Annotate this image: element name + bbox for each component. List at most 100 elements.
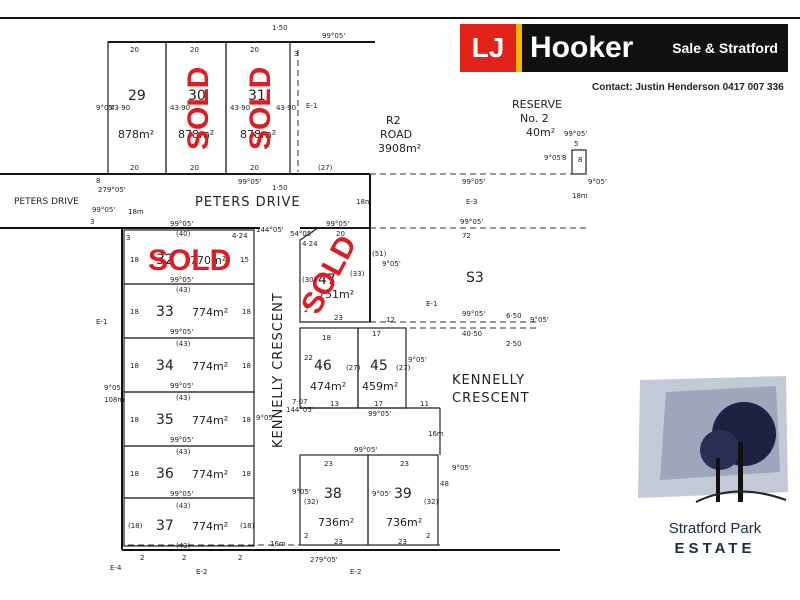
svg-text:20: 20 xyxy=(130,46,139,54)
svg-text:43·90: 43·90 xyxy=(230,104,250,112)
reserve-area: 40m² xyxy=(526,126,555,139)
svg-text:40·50: 40·50 xyxy=(462,330,482,338)
lot-34-area: 774m² xyxy=(192,360,228,373)
svg-text:99°05': 99°05' xyxy=(92,206,115,214)
svg-text:99°05': 99°05' xyxy=(462,178,485,186)
svg-text:20: 20 xyxy=(250,46,259,54)
svg-text:99°05': 99°05' xyxy=(170,276,193,284)
road-r2-road: ROAD xyxy=(380,128,412,141)
svg-text:8: 8 xyxy=(562,154,566,162)
svg-text:18: 18 xyxy=(130,256,139,264)
svg-text:43·90: 43·90 xyxy=(170,104,190,112)
svg-text:(18): (18) xyxy=(128,522,143,530)
svg-text:18: 18 xyxy=(130,416,139,424)
svg-text:18: 18 xyxy=(242,362,251,370)
svg-text:43·90: 43·90 xyxy=(276,104,296,112)
svg-text:144°05': 144°05' xyxy=(256,226,284,234)
svg-text:E-3: E-3 xyxy=(466,198,477,206)
svg-text:18: 18 xyxy=(322,334,331,342)
svg-text:18: 18 xyxy=(130,470,139,478)
agency-banner: LJ Hooker Sale & Stratford xyxy=(460,24,788,72)
lot-33-number: 33 xyxy=(156,304,174,320)
svg-text:99°05': 99°05' xyxy=(170,220,193,228)
svg-text:2: 2 xyxy=(182,554,186,562)
lot-45-area: 459m² xyxy=(362,380,398,393)
lot-47-area: 751m² xyxy=(318,288,354,301)
svg-text:99°05': 99°05' xyxy=(326,220,349,228)
svg-text:22: 22 xyxy=(304,354,313,362)
svg-text:(32): (32) xyxy=(424,498,439,506)
svg-text:2: 2 xyxy=(140,554,144,562)
svg-text:18m: 18m xyxy=(128,208,144,216)
reserve-label: RESERVE xyxy=(512,98,562,111)
agency-office: Sale & Stratford xyxy=(672,40,778,56)
dimensions: 20 20 20 20 20 20 99°05' 1·50 99°05' 1·5… xyxy=(90,24,607,576)
svg-text:2: 2 xyxy=(304,306,308,314)
estate-tree-logo-icon xyxy=(638,376,788,503)
svg-text:99°05': 99°05' xyxy=(564,130,587,138)
road-r2: R2 xyxy=(386,114,401,127)
svg-text:(18): (18) xyxy=(240,522,255,530)
svg-text:(27): (27) xyxy=(396,364,411,372)
svg-text:E-1: E-1 xyxy=(426,300,437,308)
svg-text:(40): (40) xyxy=(176,230,191,238)
lot-32-area: 770m² xyxy=(190,254,226,267)
svg-text:(27): (27) xyxy=(318,164,333,172)
lot-29-area: 878m² xyxy=(118,128,154,141)
svg-text:72: 72 xyxy=(462,232,471,240)
svg-text:(43): (43) xyxy=(176,340,191,348)
street-kennelly-2: CRESCENT xyxy=(452,391,530,406)
sold-stamp-lot-30: SOLD xyxy=(182,67,215,150)
sold-stamp-lot-32: SOLD xyxy=(148,244,231,277)
svg-text:20: 20 xyxy=(190,164,199,172)
lot-s3-number: S3 xyxy=(466,270,484,286)
svg-text:(43): (43) xyxy=(176,394,191,402)
lot-46-number: 46 xyxy=(314,358,332,374)
svg-text:(32): (32) xyxy=(304,498,319,506)
street-kennelly-1: KENNELLY xyxy=(452,373,525,388)
agency-name: Hooker xyxy=(530,31,634,64)
svg-text:99°05': 99°05' xyxy=(170,436,193,444)
svg-text:279°05': 279°05' xyxy=(310,556,338,564)
lot-38-area: 736m² xyxy=(318,516,354,529)
svg-text:279°05': 279°05' xyxy=(98,186,126,194)
svg-text:99°05': 99°05' xyxy=(170,328,193,336)
lj-logo-icon: LJ xyxy=(460,24,516,72)
svg-text:23: 23 xyxy=(334,538,343,546)
svg-text:13: 13 xyxy=(330,400,339,408)
svg-text:23: 23 xyxy=(398,538,407,546)
svg-text:17: 17 xyxy=(374,400,383,408)
east-lots xyxy=(299,227,441,546)
svg-text:11: 11 xyxy=(420,400,429,408)
lot-35-number: 35 xyxy=(156,412,174,428)
lot-37-number: 37 xyxy=(156,518,174,534)
svg-text:E-2: E-2 xyxy=(196,568,207,576)
logo-stripe xyxy=(516,24,522,72)
street-peters-drive: PETERS DRIVE xyxy=(195,195,301,210)
svg-text:18: 18 xyxy=(242,470,251,478)
svg-text:43·90: 43·90 xyxy=(110,104,130,112)
reserve-lot xyxy=(571,149,587,175)
west-lots xyxy=(123,229,255,547)
svg-text:23: 23 xyxy=(400,460,409,468)
svg-text:6·50: 6·50 xyxy=(506,312,522,320)
svg-text:5: 5 xyxy=(574,140,578,148)
lot-47-number: 47 xyxy=(318,272,336,288)
sold-stamp-lot-31: SOLD xyxy=(244,67,277,150)
svg-text:(43): (43) xyxy=(176,502,191,510)
lot-45-number: 45 xyxy=(370,358,388,374)
lot-29-number: 29 xyxy=(128,88,146,104)
svg-text:9°05': 9°05' xyxy=(96,104,115,112)
svg-text:(27): (27) xyxy=(346,364,361,372)
svg-text:18: 18 xyxy=(242,308,251,316)
svg-text:(51): (51) xyxy=(372,250,387,258)
contact-line: Contact: Justin Henderson 0417 007 336 xyxy=(592,82,784,93)
svg-text:E-1: E-1 xyxy=(306,102,317,110)
lot-38-number: 38 xyxy=(324,486,342,502)
svg-text:99°05': 99°05' xyxy=(462,310,485,318)
svg-text:9°05': 9°05' xyxy=(588,178,607,186)
svg-text:9°05': 9°05' xyxy=(382,260,401,268)
svg-text:3: 3 xyxy=(90,218,94,226)
lot-31-number: 31 xyxy=(248,88,266,104)
svg-text:144°05': 144°05' xyxy=(286,406,314,414)
